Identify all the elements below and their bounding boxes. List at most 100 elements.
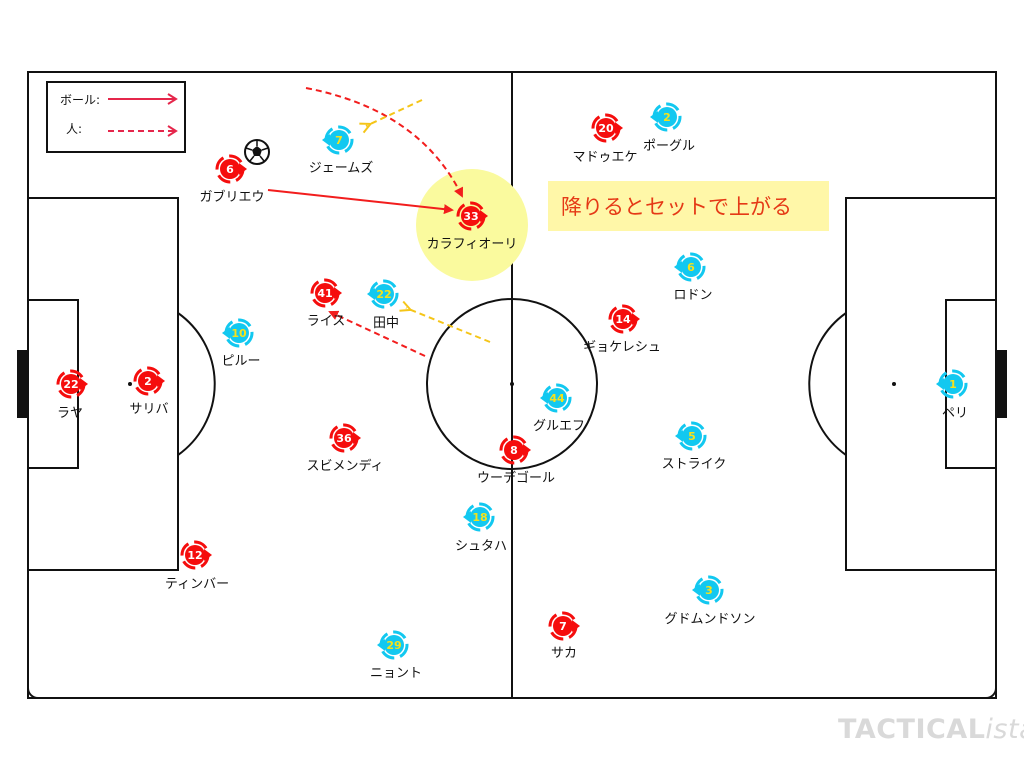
player-blue-5: 5 ストライク [662, 421, 727, 472]
run-arrow-karafiori [305, 87, 463, 198]
player-name: ラヤ [57, 406, 83, 421]
player-disc [943, 374, 963, 394]
player-number: 2 [144, 375, 152, 388]
cover-arrow-james [366, 99, 423, 126]
player-number: 33 [463, 210, 478, 223]
player-name: ティンバー [165, 577, 229, 592]
penalty-spot-left [128, 382, 132, 386]
player-ring [676, 252, 706, 282]
legend-ball-label: ボール: [60, 93, 100, 107]
player-number: 2 [663, 111, 671, 124]
player-number: 3 [705, 584, 713, 597]
legend: ボール: 人: [46, 81, 186, 153]
player-name: カラフィオーリ [427, 237, 518, 252]
player-ring [379, 630, 409, 660]
player-ring [465, 502, 495, 532]
player-red-6: 6 ガブリエウ [199, 154, 265, 205]
player-name: サリバ [129, 402, 168, 417]
player-number: 10 [231, 327, 247, 340]
player-name: ライス [307, 314, 346, 329]
player-blue-18: 18 シュタハ [455, 502, 507, 554]
player-ring [56, 369, 86, 399]
player-number: 6 [687, 261, 695, 274]
player-red-20: 20 マドゥエケ [572, 113, 638, 165]
player-red-2: 2 サリバ [129, 366, 169, 417]
player-ring [369, 279, 399, 309]
arrows [267, 87, 491, 357]
player-name: ギョケレシュ [583, 340, 661, 355]
ball-icon [244, 139, 270, 165]
player-ring [548, 611, 578, 641]
player-disc [185, 545, 205, 565]
player-name: ロドン [673, 288, 712, 303]
brand-suffix: ista [985, 714, 1024, 745]
penalty-spot-right [892, 382, 896, 386]
player-red-7: 7 サカ [548, 611, 580, 661]
player-number: 14 [615, 313, 631, 326]
player-number: 41 [317, 287, 332, 300]
player-disc [470, 507, 490, 527]
player-disc [138, 371, 158, 391]
player-disc [681, 257, 701, 277]
callout: 降りるとセットで上がる [548, 181, 829, 231]
player-number: 6 [226, 163, 234, 176]
player-red-14: 14 ギョケレシュ [583, 304, 661, 355]
player-ring [542, 383, 572, 413]
brand-main: TACTICAL [838, 714, 986, 745]
player-disc [699, 580, 719, 600]
player-disc [657, 107, 677, 127]
player-number: 20 [598, 122, 614, 135]
player-number: 29 [386, 639, 401, 652]
ball-pass-arrow [267, 189, 454, 215]
player-ring [310, 278, 340, 308]
player-name: ガブリエウ [199, 189, 264, 205]
player-name: シュタハ [455, 539, 507, 554]
player-number: 5 [688, 430, 696, 443]
player-name: ウーデゴール [477, 470, 555, 486]
player-blue-1: 1ペリ [936, 369, 968, 421]
player-red-33: 33 カラフィオーリ [427, 201, 518, 252]
goal-right [996, 350, 1007, 418]
player-ring [694, 575, 724, 605]
center-spot [510, 382, 514, 386]
player-disc [682, 426, 702, 446]
run-arrow-rice [328, 310, 426, 357]
player-disc [374, 284, 394, 304]
player-disc [384, 635, 404, 655]
player-disc [329, 130, 349, 150]
player-name: ストライク [662, 457, 727, 472]
player-name: ポーグル [643, 139, 695, 154]
player-name: ピルー [221, 354, 260, 369]
player-blue-6: 6 ロドン [673, 252, 713, 303]
player-disc [553, 616, 573, 636]
player-name: サカ [551, 646, 577, 661]
player-ring [180, 540, 210, 570]
goal-left [17, 350, 28, 418]
player-name: マドゥエケ [572, 150, 637, 165]
player-ring [652, 102, 682, 132]
player-red-12: 12 ティンバー [165, 540, 229, 592]
player-number: 12 [187, 549, 202, 562]
player-blue-2: 2 ポーグル [643, 102, 695, 154]
player-disc [461, 206, 481, 226]
player-name: スビメンディ [306, 458, 383, 474]
player-ring [591, 113, 621, 143]
player-red-41: 41 ライス [307, 278, 346, 329]
callout-text: 降りるとセットで上がる [561, 195, 792, 219]
player-number: 7 [559, 620, 567, 633]
player-number: 8 [510, 444, 518, 457]
player-name: ジェームズ [309, 160, 374, 176]
player-ring [224, 318, 254, 348]
player-disc [596, 118, 616, 138]
player-number: 18 [472, 511, 487, 524]
player-ring [133, 366, 163, 396]
player-number: 44 [549, 392, 565, 405]
players-layer: 22ラヤ2サリバ6ガブリエウ12ティンバー33カラフィオーリ41ライス36スビメ… [56, 102, 968, 681]
player-red-8: 8 ウーデゴール [477, 435, 555, 486]
player-name: ニョント [370, 666, 422, 681]
